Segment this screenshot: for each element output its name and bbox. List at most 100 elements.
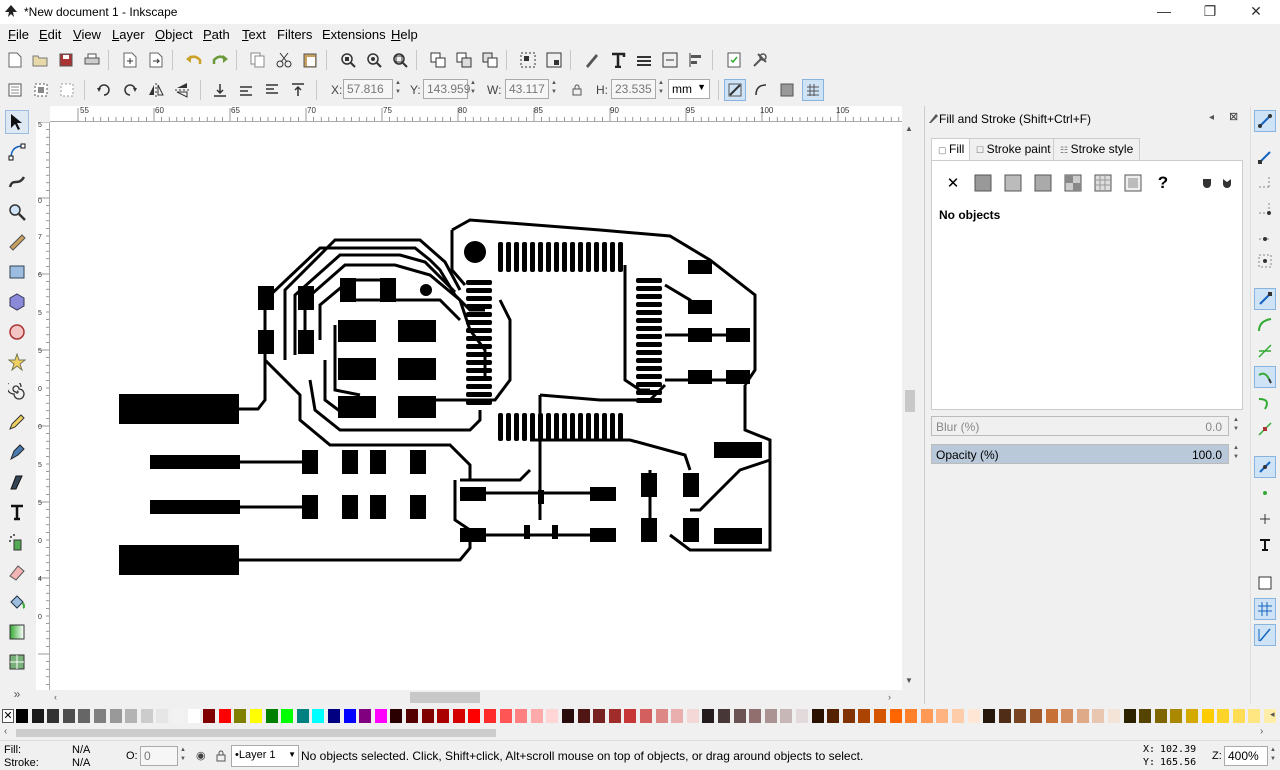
color-swatch[interactable] bbox=[1108, 709, 1120, 723]
fill-rule-nonzero-icon[interactable] bbox=[1216, 173, 1238, 193]
color-swatch[interactable] bbox=[1139, 709, 1152, 723]
snap-grid-icon[interactable] bbox=[1254, 598, 1276, 620]
color-swatch[interactable] bbox=[421, 709, 434, 723]
snap-bbox-edge-icon[interactable] bbox=[1254, 172, 1276, 194]
lower-bottom-icon[interactable] bbox=[209, 79, 231, 101]
unset-paint-button[interactable]: ? bbox=[1157, 173, 1169, 192]
color-swatch[interactable] bbox=[608, 709, 621, 723]
snap-bbox-icon[interactable] bbox=[1254, 146, 1276, 168]
color-swatch[interactable] bbox=[62, 709, 75, 723]
color-swatch[interactable] bbox=[983, 709, 996, 723]
snap-bbox-corner-icon[interactable] bbox=[1254, 198, 1276, 220]
palette-scrollbar[interactable]: ‹ › bbox=[0, 726, 1280, 740]
opacity-status-spinner[interactable]: ▲▼ bbox=[180, 747, 186, 762]
layer-select[interactable]: •Layer 1▼ bbox=[231, 745, 299, 767]
select-all-icon[interactable] bbox=[4, 79, 26, 101]
palette-scroll-right-icon[interactable]: › bbox=[1260, 726, 1264, 737]
mesh-tool-icon[interactable] bbox=[5, 650, 29, 674]
minimize-button[interactable]: — bbox=[1157, 3, 1171, 19]
color-swatch[interactable] bbox=[203, 709, 216, 723]
color-swatch[interactable] bbox=[998, 709, 1011, 723]
color-swatch[interactable] bbox=[515, 709, 528, 723]
snap-others-icon[interactable] bbox=[1254, 456, 1276, 478]
pattern-button[interactable] bbox=[1092, 173, 1114, 193]
snap-line-midpoint-icon[interactable] bbox=[1254, 418, 1276, 440]
color-swatch[interactable] bbox=[499, 709, 512, 723]
undo-icon[interactable] bbox=[183, 49, 205, 71]
menu-layer[interactable]: Layer bbox=[112, 27, 145, 42]
color-swatch[interactable] bbox=[406, 709, 418, 723]
opacity-spinner[interactable]: ▲▼ bbox=[1233, 445, 1239, 460]
color-swatch[interactable] bbox=[640, 709, 652, 723]
blur-spinner[interactable]: ▲▼ bbox=[1233, 417, 1239, 432]
flip-horizontal-icon[interactable] bbox=[145, 79, 167, 101]
edge-pad[interactable] bbox=[119, 545, 239, 575]
color-swatch[interactable] bbox=[827, 709, 840, 723]
open-file-icon[interactable] bbox=[29, 49, 51, 71]
scroll-right-icon[interactable]: › bbox=[888, 692, 891, 702]
color-swatch[interactable] bbox=[1092, 709, 1105, 723]
paint-none-button[interactable]: ✕ bbox=[946, 175, 960, 192]
eraser-tool-icon[interactable] bbox=[5, 560, 29, 584]
snap-enable-icon[interactable] bbox=[1254, 110, 1276, 132]
zoom-spinner[interactable]: ▲▼ bbox=[1270, 747, 1276, 762]
color-swatch[interactable] bbox=[842, 709, 855, 723]
print-icon[interactable] bbox=[81, 49, 103, 71]
color-swatch[interactable] bbox=[702, 709, 715, 723]
clone-icon[interactable] bbox=[453, 49, 475, 71]
zoom-drawing-icon[interactable] bbox=[363, 49, 385, 71]
flat-color-button[interactable] bbox=[972, 173, 994, 193]
drawing-canvas[interactable] bbox=[50, 122, 902, 690]
snap-object-center-icon[interactable] bbox=[1254, 482, 1276, 504]
redo-icon[interactable] bbox=[209, 49, 231, 71]
save-icon[interactable] bbox=[55, 49, 77, 71]
horizontal-scroll-thumb[interactable] bbox=[410, 692, 480, 703]
duplicate-icon[interactable] bbox=[427, 49, 449, 71]
color-swatch[interactable] bbox=[764, 709, 777, 723]
zoom-tool-icon[interactable] bbox=[5, 200, 29, 224]
color-swatch[interactable] bbox=[16, 709, 28, 723]
snap-bbox-midpoint-icon[interactable] bbox=[1254, 224, 1276, 246]
zoom-page-icon[interactable] bbox=[389, 49, 411, 71]
color-swatch[interactable] bbox=[140, 709, 153, 723]
color-swatch[interactable] bbox=[562, 709, 574, 723]
color-swatch[interactable] bbox=[328, 709, 340, 723]
color-swatch[interactable] bbox=[1170, 709, 1183, 723]
color-swatch[interactable] bbox=[920, 709, 933, 723]
color-swatch[interactable] bbox=[94, 709, 106, 723]
snap-smooth-nodes-icon[interactable] bbox=[1254, 392, 1276, 414]
scroll-left-icon[interactable]: ‹ bbox=[54, 692, 57, 702]
rotate-cw-icon[interactable] bbox=[119, 79, 141, 101]
color-swatch[interactable] bbox=[952, 709, 964, 723]
color-swatch[interactable] bbox=[686, 709, 699, 723]
stroke-indicator[interactable]: N/A bbox=[72, 757, 91, 769]
color-swatch[interactable] bbox=[796, 709, 808, 723]
color-swatch[interactable] bbox=[1154, 709, 1167, 723]
color-swatch[interactable] bbox=[437, 709, 450, 723]
select-all-layers-icon[interactable] bbox=[30, 79, 52, 101]
rectangle-tool-icon[interactable] bbox=[5, 260, 29, 284]
vertical-scroll-thumb[interactable] bbox=[905, 390, 915, 412]
layers-icon[interactable] bbox=[633, 49, 655, 71]
move-patterns-toggle-icon[interactable] bbox=[802, 79, 824, 101]
maximize-button[interactable]: ❐ bbox=[1203, 3, 1217, 19]
panel-dock-icon[interactable]: ◂ bbox=[1209, 112, 1215, 123]
color-swatch[interactable] bbox=[234, 709, 247, 723]
color-swatch[interactable] bbox=[1014, 709, 1027, 723]
snap-bbox-center-icon[interactable] bbox=[1254, 250, 1276, 272]
flip-vertical-icon[interactable] bbox=[171, 79, 193, 101]
color-swatch[interactable] bbox=[265, 709, 278, 723]
color-swatch[interactable] bbox=[1248, 709, 1261, 723]
horizontal-scrollbar[interactable]: ‹ › bbox=[50, 690, 902, 706]
snap-page-border-icon[interactable] bbox=[1254, 572, 1276, 594]
color-swatch[interactable] bbox=[1232, 709, 1245, 723]
color-swatch[interactable] bbox=[390, 709, 403, 723]
color-swatch[interactable] bbox=[78, 709, 91, 723]
spray-tool-icon[interactable] bbox=[5, 530, 29, 554]
y-input[interactable]: 143.959 bbox=[423, 79, 470, 99]
unlink-clone-icon[interactable] bbox=[479, 49, 501, 71]
color-swatch[interactable] bbox=[47, 709, 60, 723]
panel-close-icon[interactable]: ⊠ bbox=[1229, 111, 1239, 123]
color-swatch[interactable] bbox=[296, 709, 309, 723]
zoom-input[interactable]: 400% bbox=[1224, 746, 1268, 766]
